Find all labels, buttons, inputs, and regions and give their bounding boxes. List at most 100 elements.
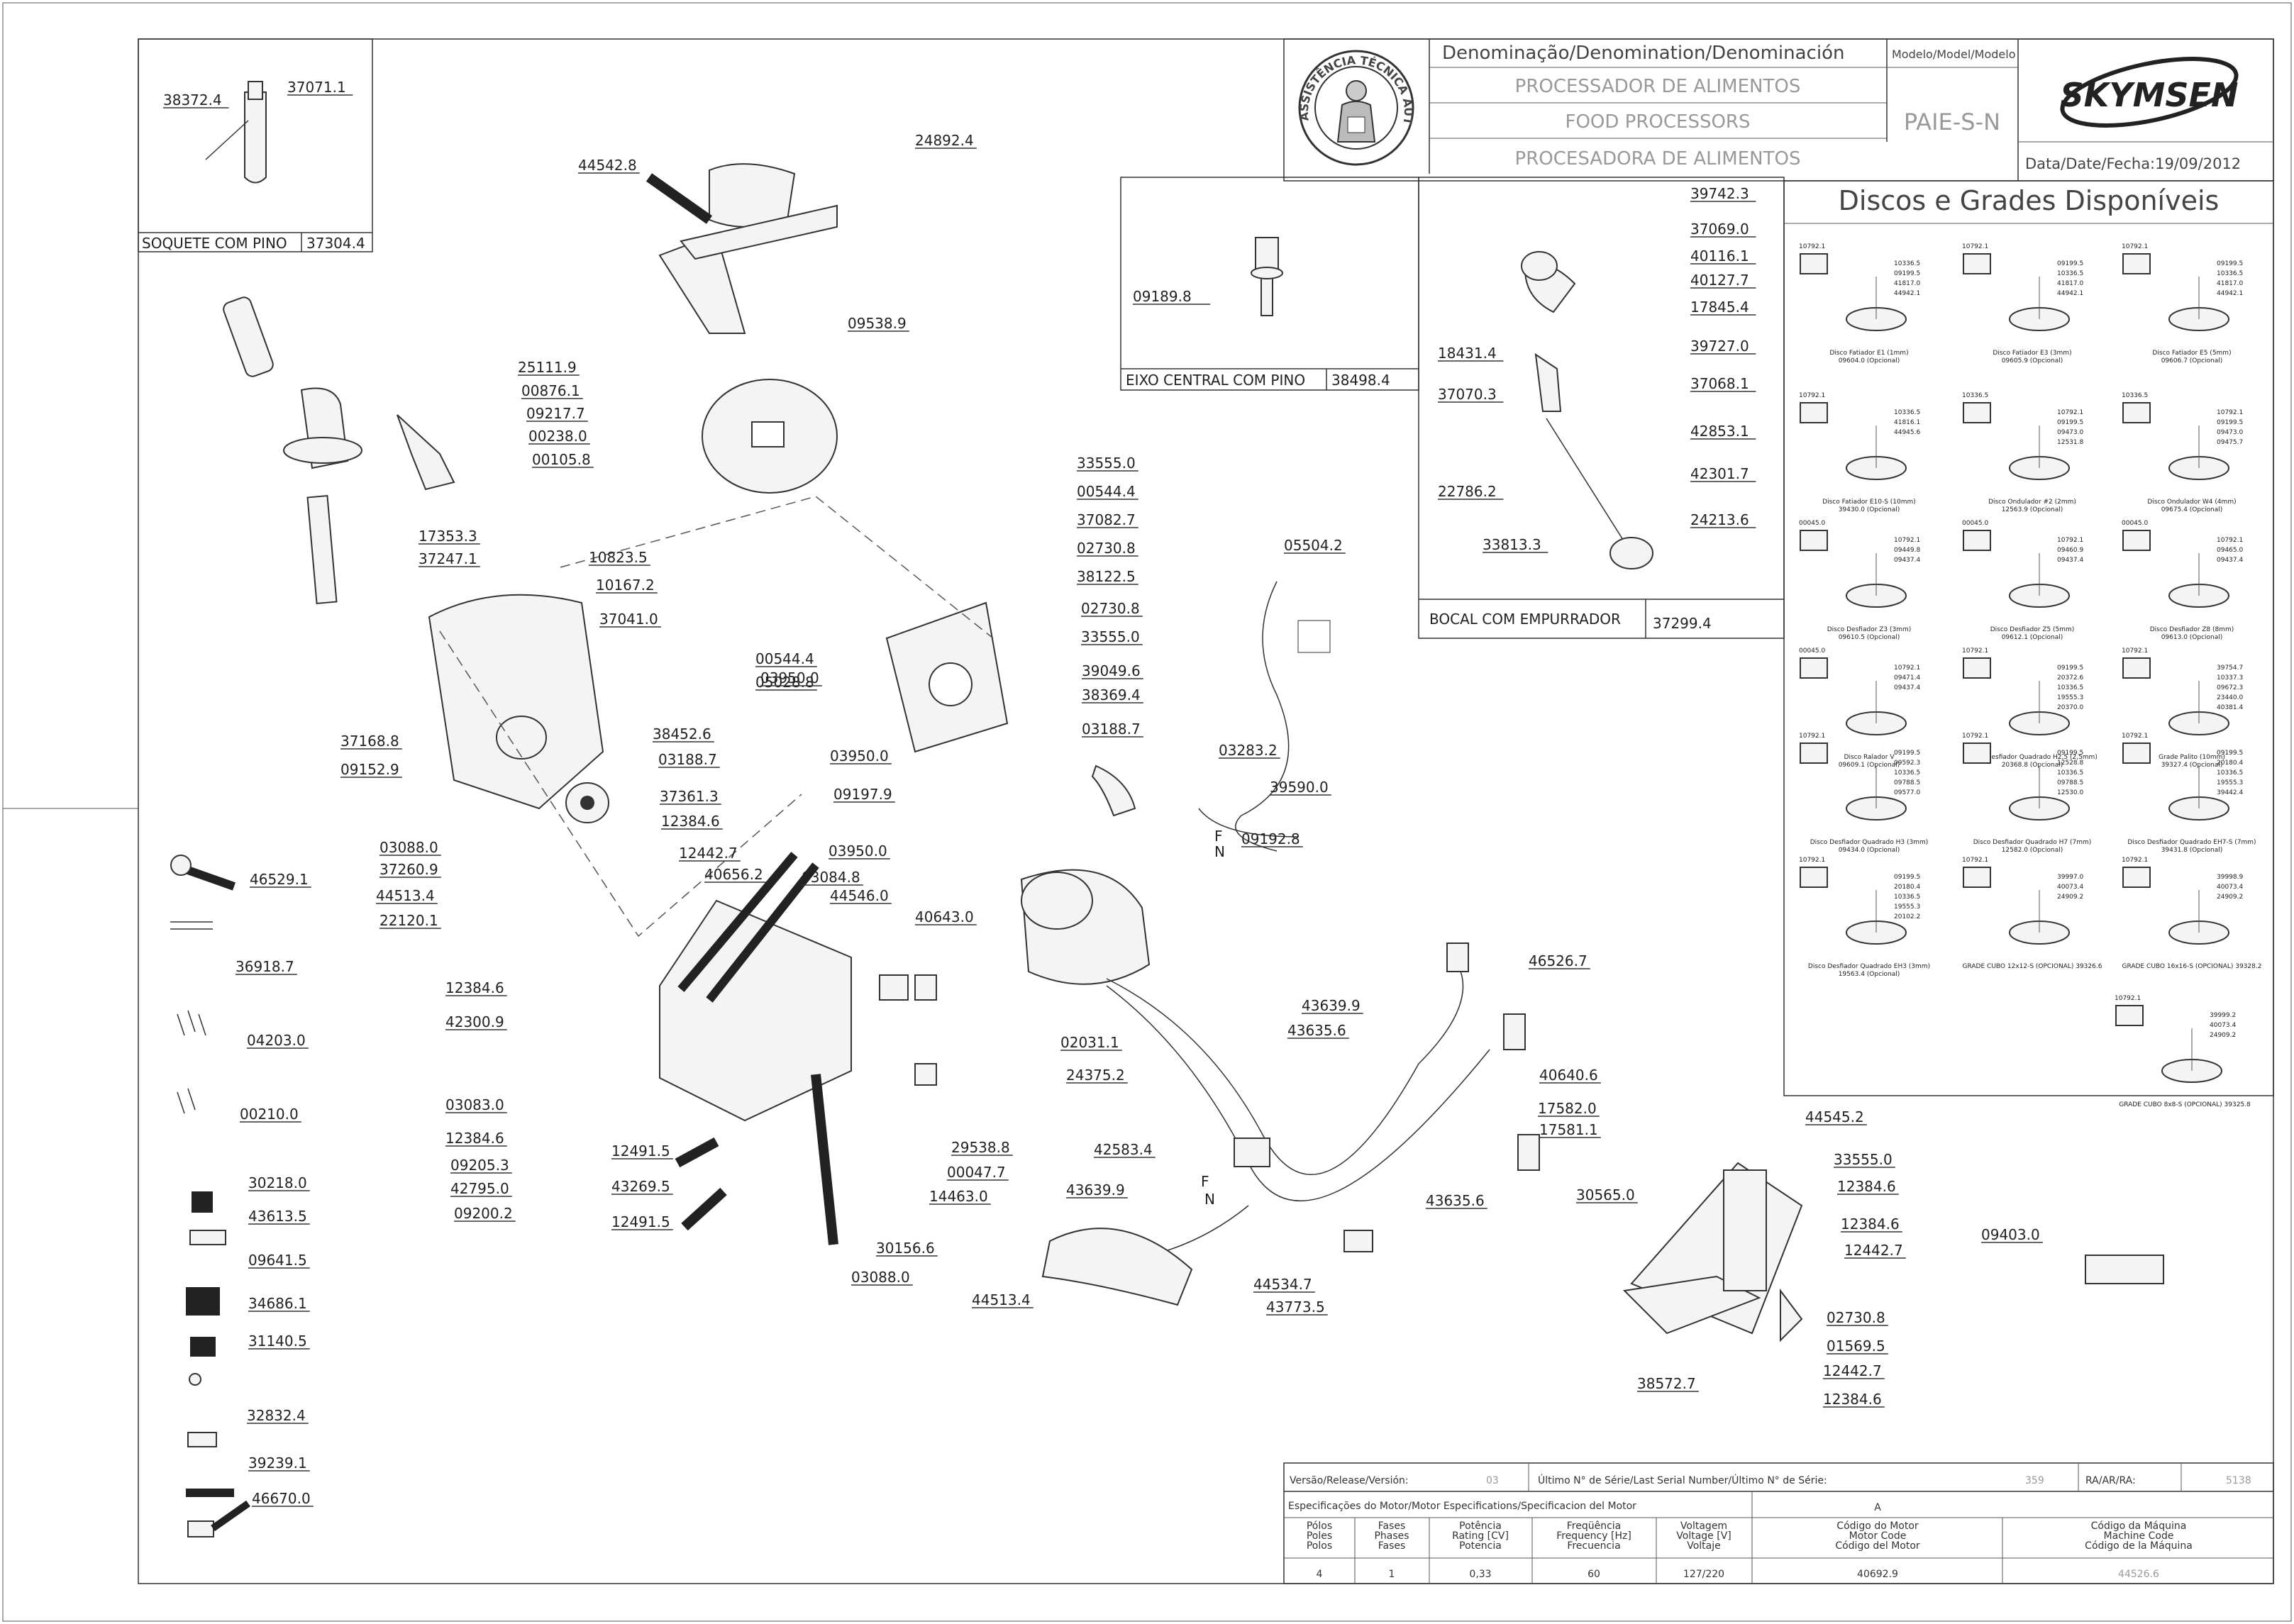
disc-caption: GRADE CUBO 8x8-S (OPCIONAL) 39325.8 bbox=[2119, 1101, 2251, 1108]
disc-item: 10792.139754.710337.309672.323440.040381… bbox=[2122, 647, 2243, 769]
part-callout: 42795.0 bbox=[450, 1180, 509, 1197]
ra-value: 5138 bbox=[2226, 1475, 2251, 1486]
disc-caption: Disco Fatiador E1 (1mm) bbox=[1829, 350, 1908, 357]
spec-header: Fases bbox=[1378, 1520, 1406, 1532]
part-callout: 14463.0 bbox=[929, 1188, 988, 1205]
disc-part-code: 09471.4 bbox=[1894, 674, 1920, 682]
part-callout: 38452.6 bbox=[653, 725, 711, 743]
part-callout: 38572.7 bbox=[1637, 1375, 1696, 1392]
disc-part-code: 09460.9 bbox=[2057, 547, 2083, 554]
inset-soquete: SOQUETE COM PINO 37304.4 bbox=[138, 38, 373, 252]
disc-pusher-block bbox=[1800, 402, 1828, 423]
wire-label-f-2: F bbox=[1201, 1173, 1209, 1190]
disc-part-code: 09788.5 bbox=[1894, 779, 1920, 786]
disc-part-code: 39754.7 bbox=[2217, 664, 2243, 672]
disc-pusher-block bbox=[2122, 530, 2151, 551]
part-callout: 39049.6 bbox=[1082, 662, 1141, 679]
disc-part-code: 40073.4 bbox=[2217, 884, 2243, 891]
part-callout: 00105.8 bbox=[532, 451, 591, 468]
discs-panel: Discos e Grades Disponíveis 10792.110336… bbox=[1783, 180, 2274, 1108]
part-callout: 31140.5 bbox=[248, 1333, 307, 1350]
part-callout: 12384.6 bbox=[1841, 1216, 1900, 1233]
part-callout: 46529.1 bbox=[250, 871, 309, 888]
inset-callout: 22786.2 bbox=[1438, 483, 1497, 500]
disc-item: 10792.109199.510336.541817.044942.1Disco… bbox=[1962, 243, 2083, 365]
part-callouts: 24892.444542.809538.925111.900876.109217… bbox=[163, 79, 2043, 1507]
part-callout: 38369.4 bbox=[1082, 686, 1141, 703]
disc-pusher-block bbox=[1800, 530, 1828, 551]
part-callout: 43613.5 bbox=[248, 1208, 307, 1225]
drawing-date: Data/Date/Fecha:19/09/2012 bbox=[2025, 155, 2241, 172]
disc-part-code: 10792.1 bbox=[2122, 243, 2148, 250]
disc-caption: Disco Desfiador Quadrado EH7-S (7mm) bbox=[2127, 839, 2256, 846]
part-callout: 12491.5 bbox=[611, 1213, 670, 1230]
disc-pusher-block bbox=[1800, 253, 1828, 274]
disc-caption: Disco Fatiador E10-S (10mm) bbox=[1822, 499, 1916, 506]
part-callout: 22120.1 bbox=[379, 912, 438, 929]
part-callout: 17581.1 bbox=[1539, 1121, 1598, 1138]
disc-pusher-block bbox=[1800, 743, 1828, 764]
part-callout: 03950.0 bbox=[830, 747, 889, 764]
disc-caption: Disco Desfiador Quadrado H3 (3mm) bbox=[1810, 839, 1929, 846]
disc-item: 10792.109199.512528.810336.509788.512530… bbox=[1962, 733, 2091, 854]
disc-code: 09612.1 (Opcional) bbox=[2002, 634, 2063, 641]
disc-part-code: 10792.1 bbox=[1962, 647, 1988, 655]
disc-part-code: 10792.1 bbox=[1799, 243, 1825, 250]
inset-callout: 39742.3 bbox=[1690, 185, 1749, 202]
inset-callout: 33813.3 bbox=[1483, 536, 1541, 553]
disc-part-code: 10336.5 bbox=[1894, 409, 1920, 416]
disc-part-code: 40073.4 bbox=[2210, 1022, 2236, 1029]
disc-part-code: 10336.5 bbox=[1894, 894, 1920, 901]
part-callout: 43639.9 bbox=[1302, 997, 1361, 1014]
part-callout: 33555.0 bbox=[1081, 628, 1140, 645]
part-callout: 09205.3 bbox=[450, 1157, 509, 1174]
disc-part-code: 10336.5 bbox=[1894, 769, 1920, 777]
spec-header: Rating [CV] bbox=[1452, 1530, 1509, 1542]
part-callout: 12491.5 bbox=[611, 1142, 670, 1159]
eixo-code: 38498.4 bbox=[1331, 372, 1390, 389]
part-callout: 40643.0 bbox=[915, 908, 974, 925]
disc-code: 09605.9 (Opcional) bbox=[2002, 357, 2063, 365]
disc-part-code: 20370.0 bbox=[2057, 704, 2083, 711]
disc-part-code: 09592.3 bbox=[1894, 760, 1920, 767]
disc-part-code: 10336.5 bbox=[2217, 270, 2243, 277]
part-callout: 03950.0 bbox=[760, 669, 819, 686]
disc-item: 10792.110336.509199.541817.044942.1Disco… bbox=[1799, 243, 1920, 365]
disc-part-code: 10792.1 bbox=[1799, 857, 1825, 864]
part-callout: 40656.2 bbox=[704, 866, 763, 883]
disc-item: 10336.510792.109199.509473.012531.8Disco… bbox=[1962, 392, 2083, 513]
disc-part-code: 20372.6 bbox=[2057, 674, 2083, 682]
disc-part-code: 10792.1 bbox=[1962, 857, 1988, 864]
disc-part-code: 24909.2 bbox=[2057, 894, 2083, 901]
disc-part-code: 19555.3 bbox=[1894, 903, 1920, 911]
disc-code: 09613.0 (Opcional) bbox=[2161, 634, 2223, 641]
part-callout: 09192.8 bbox=[1241, 830, 1300, 847]
disc-part-code: 10792.1 bbox=[2057, 409, 2083, 416]
disc-item: 10792.109199.520180.410336.519555.320102… bbox=[1799, 857, 1930, 978]
disc-item: 10792.109199.510336.541817.044942.1Disco… bbox=[2122, 243, 2243, 365]
main-assembly bbox=[170, 163, 2164, 1537]
disc-pusher-block bbox=[1963, 530, 1991, 551]
spec-value: 4 bbox=[1317, 1569, 1323, 1580]
disc-part-code: 09199.5 bbox=[2057, 750, 2083, 757]
part-callout: 10167.2 bbox=[596, 577, 655, 594]
part-callout: 02730.8 bbox=[1081, 600, 1140, 617]
serial-label: Último N° de Série/Last Serial Number/Úl… bbox=[1538, 1474, 1827, 1486]
disc-part-code: 00045.0 bbox=[2122, 520, 2148, 527]
part-callout: 03088.0 bbox=[379, 839, 438, 856]
part-callout: 30218.0 bbox=[248, 1174, 307, 1191]
part-callout: 05504.2 bbox=[1284, 537, 1343, 554]
disc-part-code: 10792.1 bbox=[1799, 392, 1825, 399]
part-callout: 03084.8 bbox=[802, 869, 860, 886]
model-header: Modelo/Model/Modelo bbox=[1892, 48, 2015, 61]
spec-value: 60 bbox=[1587, 1569, 1600, 1580]
part-callout: 12384.6 bbox=[445, 979, 504, 996]
part-callout: 03088.0 bbox=[851, 1269, 910, 1286]
bocal-caption: BOCAL COM EMPURRADOR bbox=[1429, 611, 1621, 628]
disc-part-code: 10792.1 bbox=[2115, 995, 2141, 1002]
part-callout: 33555.0 bbox=[1077, 455, 1136, 472]
part-callout: 37168.8 bbox=[340, 733, 399, 750]
